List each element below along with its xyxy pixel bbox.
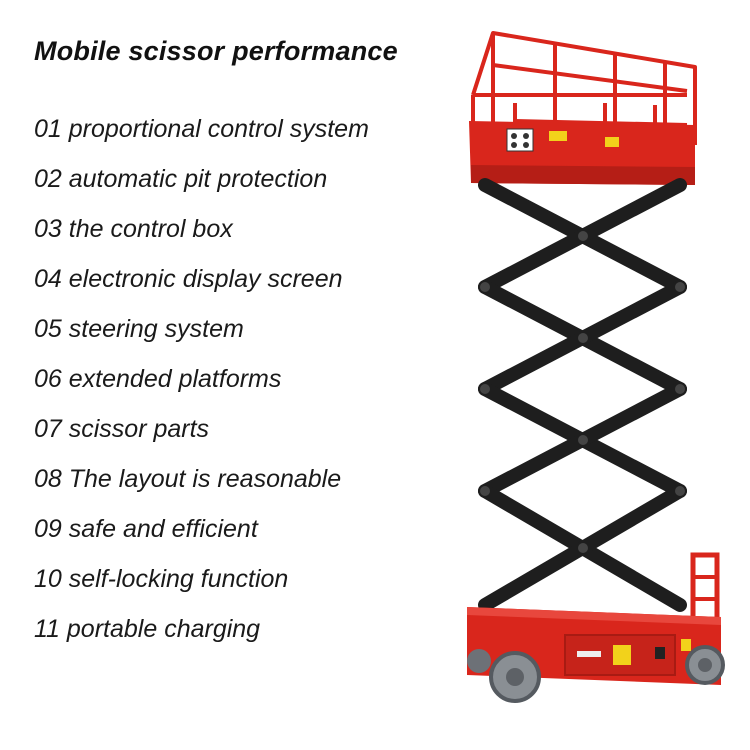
guardrail: [471, 31, 697, 153]
feature-item: 10 self-locking function: [34, 565, 289, 593]
feature-item: 01 proportional control system: [34, 115, 369, 143]
feature-item: 07 scissor parts: [34, 415, 210, 443]
scissor-pins: [480, 231, 685, 553]
scissor-arms: [478, 178, 687, 612]
feature-item: 09 safe and efficient: [34, 515, 258, 543]
rear-ladder: [690, 552, 720, 628]
feature-item: 08 The layout is reasonable: [34, 465, 342, 493]
feature-item: 11 portable charging: [34, 615, 261, 643]
feature-item: 05 steering system: [34, 315, 244, 343]
wheels: [467, 645, 725, 703]
control-panel: [506, 128, 534, 152]
feature-item: 03 the control box: [34, 215, 233, 243]
feature-item: 02 automatic pit protection: [34, 165, 328, 193]
feature-item: 04 electronic display screen: [34, 265, 343, 293]
page-title: Mobile scissor performance: [34, 36, 398, 66]
scissor-lift-image: [467, 31, 725, 703]
feature-list: 01 proportional control system 02 automa…: [34, 111, 369, 661]
feature-item: 06 extended platforms: [34, 365, 282, 393]
